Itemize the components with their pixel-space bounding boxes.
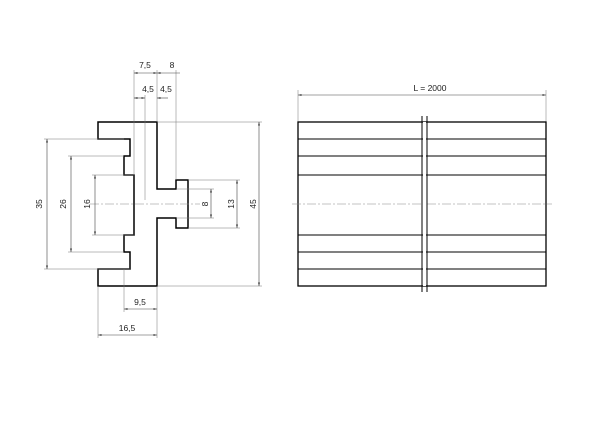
dim-label-9-5: 9,5 — [134, 297, 146, 307]
dim-label-7-5: 7,5 — [139, 60, 151, 70]
dim-label-8-right: 8 — [200, 201, 210, 206]
dim-label-4-5-b: 4,5 — [160, 84, 172, 94]
dim-label-45: 45 — [248, 199, 258, 209]
dim-label-16-5: 16,5 — [119, 323, 136, 333]
dim-label-16: 16 — [82, 199, 92, 209]
dim-label-13: 13 — [226, 199, 236, 209]
dim-label-8: 8 — [170, 60, 175, 70]
profile-section: 7,5 8 4,5 4,5 35 26 16 8 13 45 — [34, 60, 262, 338]
dim-label-35: 35 — [34, 199, 44, 209]
break-gap — [423, 122, 426, 286]
dim-label-4-5-a: 4,5 — [142, 84, 154, 94]
dim-label-26: 26 — [58, 199, 68, 209]
length-label: L = 2000 — [413, 83, 446, 93]
side-view: L = 2000 — [292, 83, 552, 292]
